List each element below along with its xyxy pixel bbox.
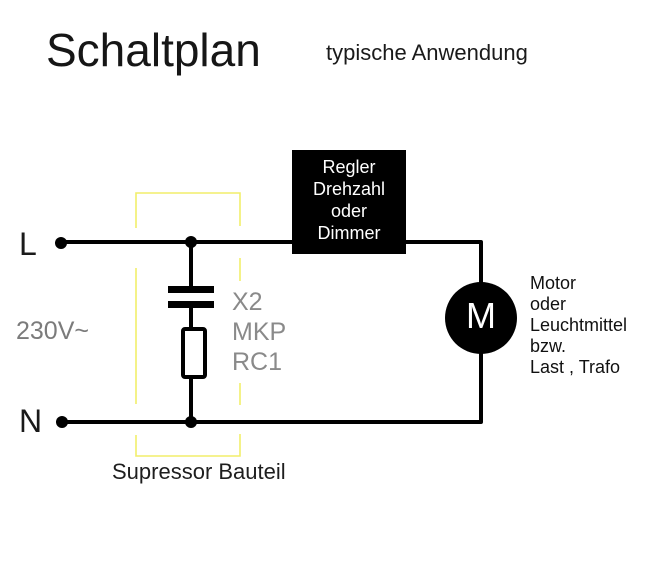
wires: [61, 240, 483, 424]
controller-label-line: Dimmer: [317, 223, 381, 243]
load-description-line: Motor: [530, 273, 577, 293]
controller-label-line: Regler: [322, 157, 376, 177]
junction-bottom: [185, 416, 197, 428]
page-subtitle: typische Anwendung: [326, 40, 528, 65]
terminal-L-label: L: [19, 226, 37, 262]
capacitor-plate-bottom: [168, 301, 214, 308]
voltage-label: 230V~: [16, 317, 89, 345]
terminal-N-label: N: [19, 403, 43, 439]
load-description-line: oder: [530, 294, 567, 314]
component-label: X2: [232, 288, 263, 316]
bracket-top: [135, 192, 241, 228]
controller-label-line: oder: [330, 201, 368, 221]
junction-top: [185, 236, 197, 248]
component-label: MKP: [232, 318, 287, 346]
motor-symbol-label: M: [466, 295, 496, 336]
motor-symbol: [445, 282, 517, 354]
suppressor-bracket: [135, 192, 241, 457]
suppressor-caption: Supressor Bauteil: [112, 459, 286, 484]
component-label: RC1: [232, 348, 283, 376]
load-description: Motor oder Leuchtmittel bzw. Last , Traf…: [530, 273, 627, 378]
load-description-line: Leuchtmittel: [530, 315, 628, 335]
resistor-symbol: [181, 327, 207, 379]
suppressor-component-labels: X2 MKP RC1: [232, 287, 286, 377]
wire-controller-to-motor: [404, 240, 483, 283]
terminal-N-dot: [56, 416, 68, 428]
bracket-bottom: [135, 434, 241, 457]
terminal-L-dot: [55, 237, 67, 249]
wire-motor-to-N: [61, 352, 483, 424]
controller-box: [292, 150, 406, 254]
capacitor-symbol: [168, 286, 214, 308]
controller-label-line: Drehzahl: [312, 179, 386, 199]
controller-label: Regler Drehzahl oder Dimmer: [292, 156, 406, 244]
load-description-line: bzw.: [530, 336, 567, 356]
load-description-line: Last , Trafo: [530, 357, 621, 377]
capacitor-plate-top: [168, 286, 214, 293]
page-title: Schaltplan: [46, 24, 261, 76]
